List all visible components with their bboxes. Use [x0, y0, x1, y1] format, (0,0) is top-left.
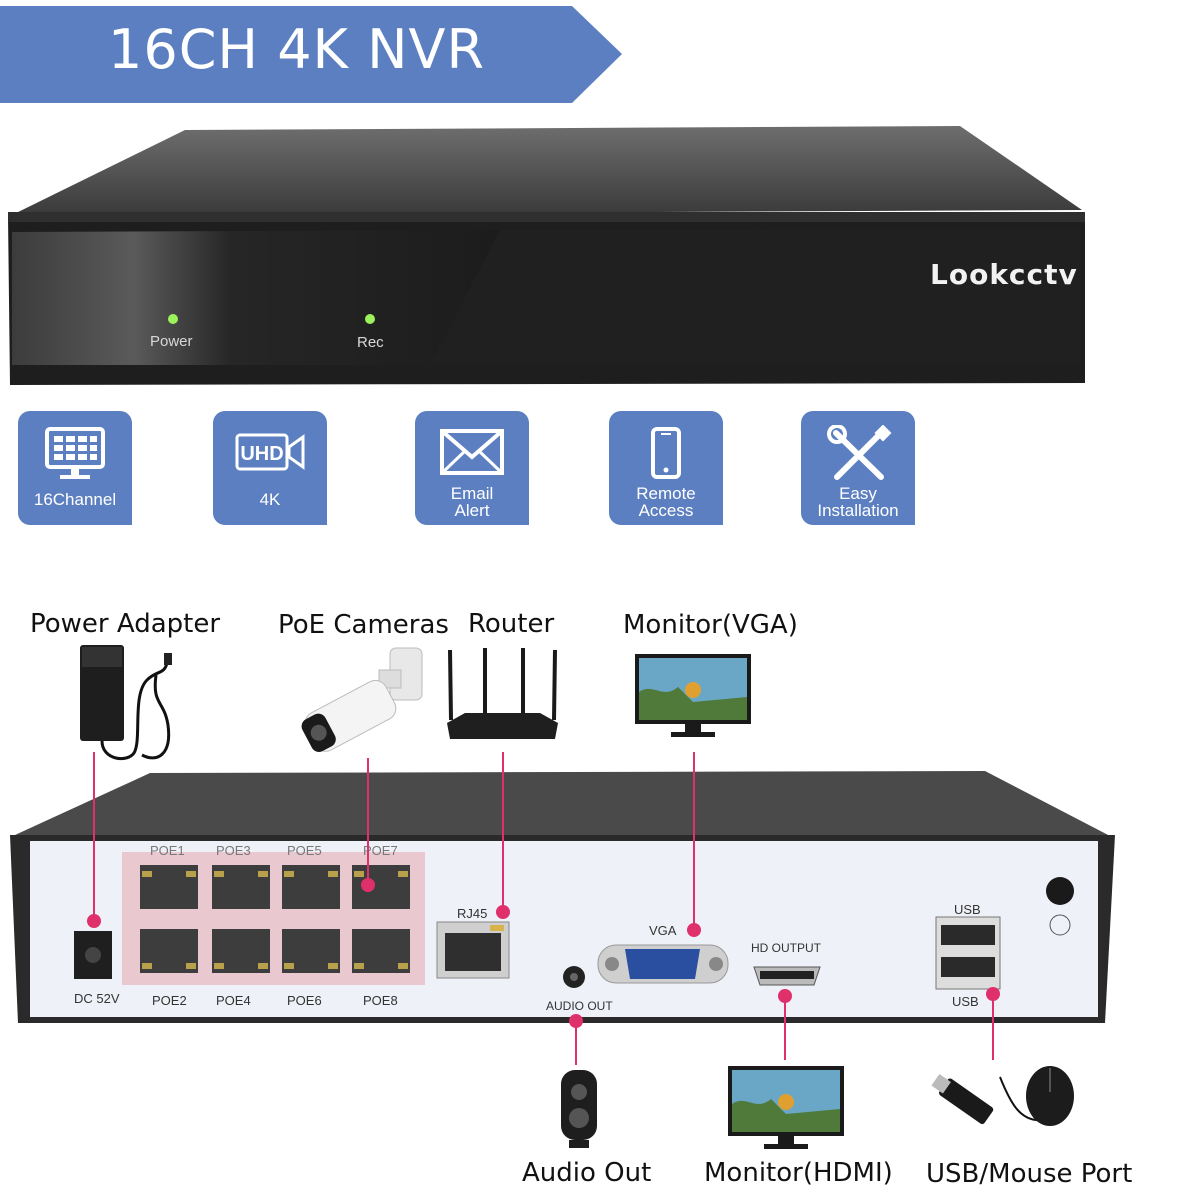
caption-power-adapter: Power Adapter: [30, 609, 221, 639]
port-label-poe4: POE4: [216, 993, 251, 1008]
feature-label: Access: [638, 501, 694, 520]
port-label-rj45: RJ45: [457, 906, 488, 921]
power-indicator-label: Power: [150, 333, 193, 350]
speaker-icon: [561, 1070, 597, 1148]
caption-router: Router: [468, 609, 555, 639]
tools-icon: [827, 425, 892, 480]
feature-label: 4K: [259, 490, 281, 509]
usb-mouse-icon: [931, 1066, 1074, 1126]
rec-indicator-label: Rec: [357, 334, 384, 351]
monitor-vga-icon: [635, 654, 751, 737]
feature-label: Remote: [636, 484, 696, 503]
port-label-usb-bottom: USB: [952, 994, 979, 1009]
monitor-hdmi-icon: [728, 1066, 844, 1149]
port-label-audio: AUDIO OUT: [546, 999, 613, 1013]
port-label-poe7: POE7: [363, 843, 398, 858]
title-banner: [0, 6, 622, 103]
feature-easy-installation: Easy Installation: [801, 411, 915, 525]
page-title: 16CH 4K NVR: [108, 18, 485, 81]
nvr-rear-image: [10, 771, 1115, 1023]
port-label-poe1: POE1: [150, 843, 185, 858]
feature-label: Alert: [454, 501, 490, 520]
caption-audio-out: Audio Out: [522, 1158, 652, 1188]
port-label-poe3: POE3: [216, 843, 251, 858]
svg-text:UHD: UHD: [240, 443, 283, 465]
port-label-vga: VGA: [649, 923, 677, 938]
port-label-poe8: POE8: [363, 993, 398, 1008]
envelope-icon: [440, 429, 504, 475]
caption-monitor-vga: Monitor(VGA): [623, 610, 798, 640]
feature-label: Email: [450, 484, 494, 503]
monitor-grid-icon: [45, 427, 105, 479]
port-label-dc: DC 52V: [74, 991, 120, 1006]
feature-label: Installation: [817, 501, 899, 520]
caption-monitor-hdmi: Monitor(HDMI): [704, 1158, 893, 1188]
caption-usb-mouse-port: USB/Mouse Port: [926, 1159, 1133, 1189]
feature-label: Easy: [839, 484, 877, 503]
feature-4k: UHD 4K: [213, 411, 327, 525]
port-label-usb-top: USB: [954, 902, 981, 917]
feature-email-alert: Email Alert: [415, 411, 529, 525]
smartphone-icon: [651, 427, 681, 479]
caption-poe-cameras: PoE Cameras: [278, 610, 449, 640]
uhd-camera-icon: UHD: [235, 433, 305, 471]
port-label-poe5: POE5: [287, 843, 322, 858]
brand-logo: Lookcctv: [930, 258, 1078, 291]
poe-camera-icon: [301, 647, 423, 752]
port-label-poe2: POE2: [152, 993, 187, 1008]
router-icon: [447, 648, 558, 739]
port-label-poe6: POE6: [287, 993, 322, 1008]
nvr-front-image: [8, 126, 1085, 385]
feature-remote-access: Remote Access: [609, 411, 723, 525]
feature-16channel: 16Channel: [18, 411, 132, 525]
feature-label: 16Channel: [33, 490, 117, 509]
port-label-hdmi: HD OUTPUT: [751, 941, 821, 955]
power-adapter-icon: [80, 645, 172, 761]
